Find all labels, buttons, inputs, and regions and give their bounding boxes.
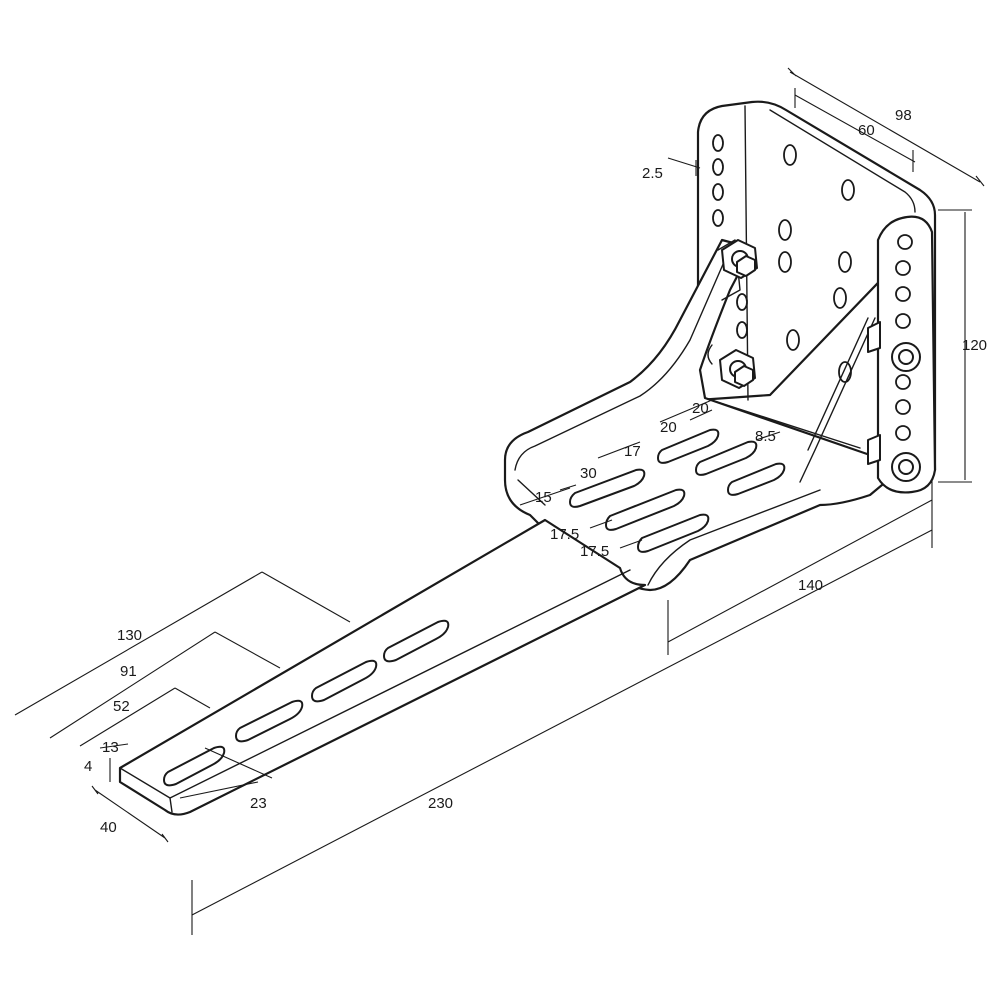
dim-230: 230 [428,795,453,812]
side-plate-holes [895,234,913,441]
dim-13: 13 [102,739,119,756]
right-side-plate [799,215,937,494]
dim-60: 60 [858,122,875,139]
dim-52: 52 [113,698,130,715]
dim-15: 15 [535,489,552,506]
upright-left-holes [712,134,748,339]
long-arm [118,518,647,816]
dim-23: 23 [250,795,267,812]
arm-slots [163,619,450,787]
dim-91: 91 [120,663,137,680]
dim-40: 40 [100,819,117,836]
dimension-lines [14,67,985,935]
dim-20-upper: 20 [692,400,709,417]
dim-130: 130 [117,627,142,644]
base-slots [569,428,786,553]
side-plate-bolts [867,321,921,482]
back-upright-plate [696,100,937,472]
dim-20-lower: 20 [660,419,677,436]
hex-nut-upper [721,239,758,279]
dim-17-5-upper: 17.5 [550,526,579,543]
dim-98: 98 [895,107,912,124]
dim-2-5: 2.5 [642,165,663,182]
dim-140: 140 [798,577,823,594]
dim-17-5-lower: 17.5 [580,543,609,560]
dim-30: 30 [580,465,597,482]
dimension-labels: 98 60 2.5 120 140 230 130 91 52 13 4 40 … [84,107,987,836]
dim-120: 120 [962,337,987,354]
dim-4: 4 [84,758,92,775]
dim-17: 17 [624,443,641,460]
left-gusset [707,239,758,389]
hex-nut-lower [707,344,756,389]
dim-8-5: 8.5 [755,428,776,445]
